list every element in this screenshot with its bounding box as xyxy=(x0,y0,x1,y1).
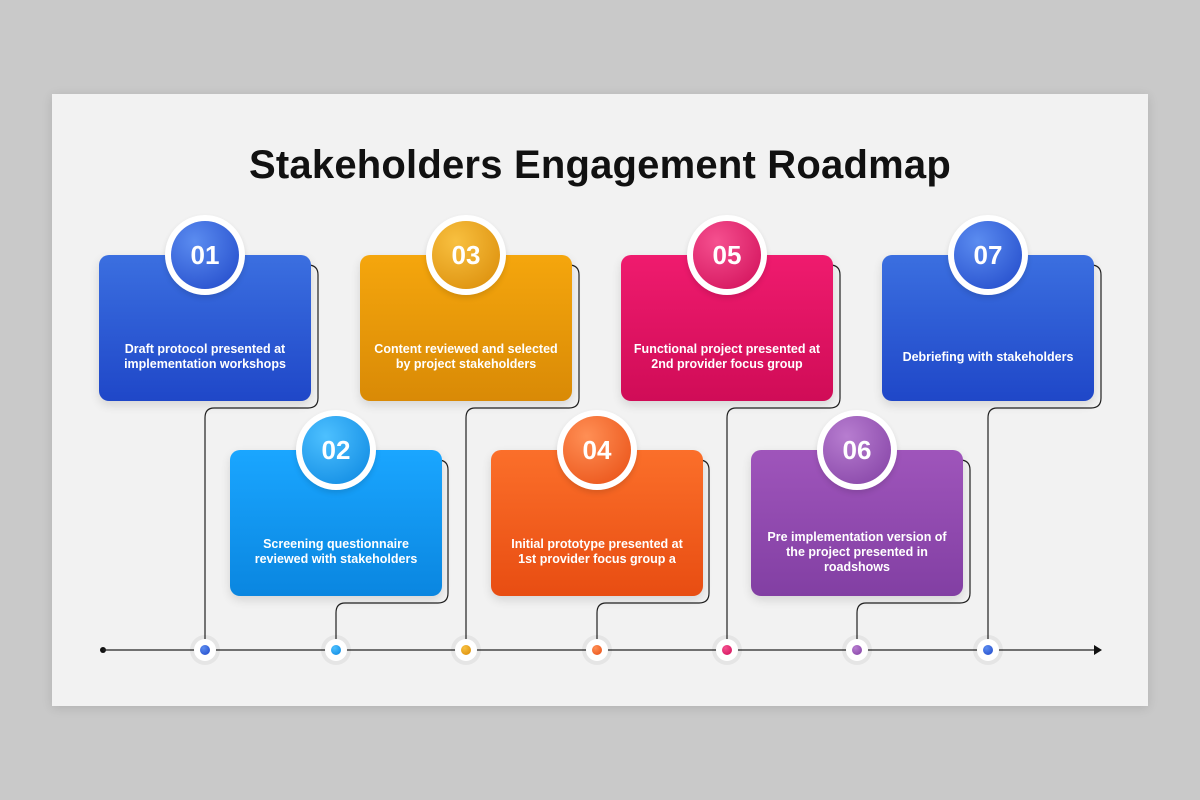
step-text: Initial prototype presented at 1st provi… xyxy=(511,537,683,566)
timeline-marker-05 xyxy=(716,639,738,661)
marker-dot xyxy=(983,645,993,655)
step-badge-06: 06 xyxy=(817,410,897,490)
timeline-marker-01 xyxy=(194,639,216,661)
step-text: Pre implementation version of the projec… xyxy=(767,529,947,574)
connector-03 xyxy=(465,264,580,640)
step-badge-07: 07 xyxy=(948,215,1028,295)
step-number: 04 xyxy=(563,416,631,484)
step-number: 07 xyxy=(954,221,1022,289)
step-text: Debriefing with stakeholders xyxy=(902,349,1074,364)
marker-dot xyxy=(592,645,602,655)
step-number: 01 xyxy=(171,221,239,289)
marker-dot xyxy=(722,645,732,655)
step-number: 06 xyxy=(823,416,891,484)
timeline-arrowhead xyxy=(1094,645,1102,655)
step-text: Draft protocol presented at implementati… xyxy=(124,342,286,371)
step-badge-05: 05 xyxy=(687,215,767,295)
step-text: Screening questionnaire reviewed with st… xyxy=(254,537,418,566)
step-number: 05 xyxy=(693,221,761,289)
timeline-marker-07 xyxy=(977,639,999,661)
marker-dot xyxy=(461,645,471,655)
connector-04 xyxy=(596,459,710,640)
connector-07 xyxy=(987,264,1102,640)
step-badge-04: 04 xyxy=(557,410,637,490)
connector-05 xyxy=(726,264,841,640)
connector-01 xyxy=(204,264,319,640)
timeline-marker-04 xyxy=(586,639,608,661)
marker-dot xyxy=(331,645,341,655)
marker-dot xyxy=(200,645,210,655)
step-text: Functional project presented at 2nd prov… xyxy=(633,342,821,371)
timeline-marker-03 xyxy=(455,639,477,661)
page-title: Stakeholders Engagement Roadmap xyxy=(249,143,951,187)
step-badge-02: 02 xyxy=(296,410,376,490)
marker-dot xyxy=(852,645,862,655)
timeline-marker-06 xyxy=(846,639,868,661)
timeline-marker-02 xyxy=(325,639,347,661)
step-number: 03 xyxy=(432,221,500,289)
connector-06 xyxy=(856,459,971,640)
step-number: 02 xyxy=(302,416,370,484)
step-badge-01: 01 xyxy=(165,215,245,295)
step-text: Content reviewed and selected by project… xyxy=(374,342,558,371)
step-badge-03: 03 xyxy=(426,215,506,295)
step-card-02: Screening questionnaire reviewed with st… xyxy=(230,450,442,596)
connector-02 xyxy=(335,459,449,640)
